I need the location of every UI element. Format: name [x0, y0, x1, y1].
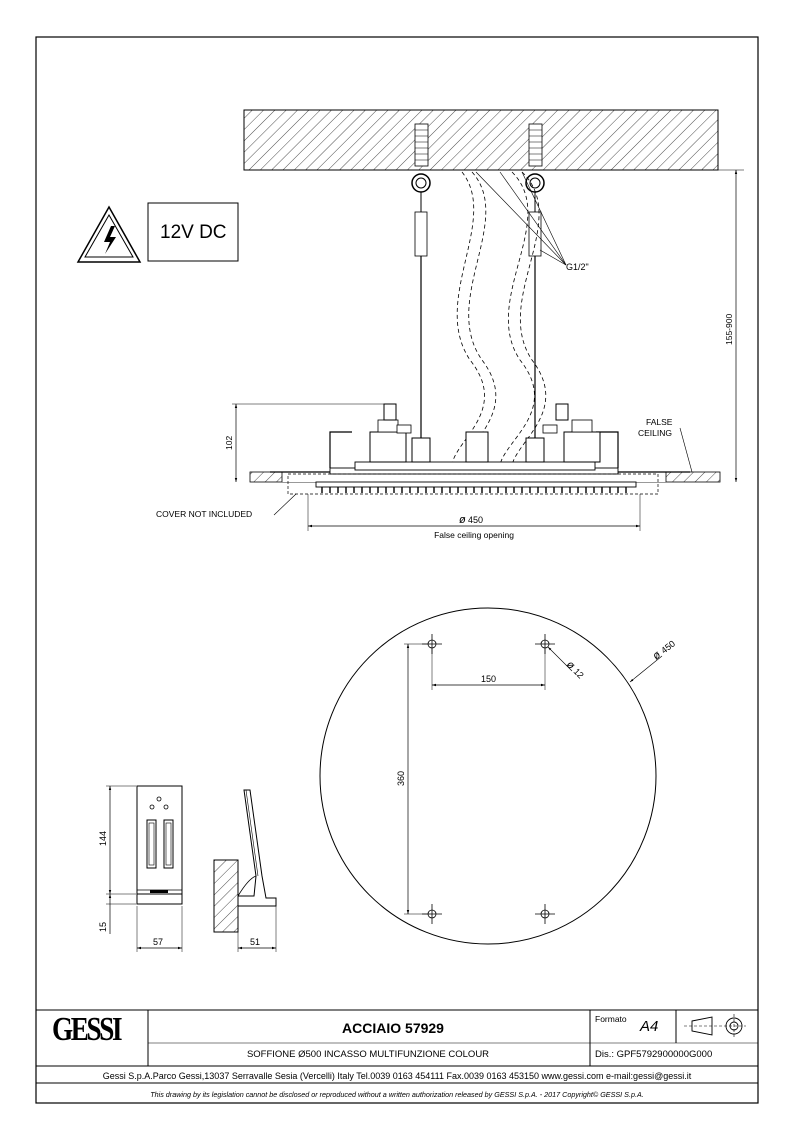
drawing-title: ACCIAIO 57929 — [342, 1020, 444, 1036]
bracket-height-base: 15 — [98, 922, 108, 932]
voltage-label: 12V DC — [160, 222, 227, 243]
plan-view: 150 360 ø 12 ø 450 — [319, 607, 677, 945]
body-height-dim: 102 — [224, 436, 234, 450]
projection-symbol-icon — [684, 1014, 746, 1038]
bracket-height-main: 144 — [98, 831, 108, 846]
bracket-width-front: 57 — [153, 937, 163, 947]
right-anchor — [525, 123, 545, 438]
bracket-side-view: 51 — [213, 789, 277, 952]
bracket-front-view: 144 15 57 — [98, 785, 183, 952]
false-ceiling-label-1: FALSE — [646, 417, 673, 427]
drawing-number: Dis.: GPF5792900000G000 — [595, 1049, 713, 1060]
format-label: Formato — [595, 1014, 627, 1024]
height-range-dim: 155-900 — [724, 314, 734, 345]
drawing-subtitle: SOFFIONE Ø500 INCASSO MULTIFUNZIONE COLO… — [246, 1049, 490, 1060]
electric-warning — [76, 202, 239, 263]
cover-label: COVER NOT INCLUDED — [156, 509, 252, 519]
legal-notice: This drawing by its legislation cannot b… — [150, 1090, 644, 1099]
ceiling-section: G1/2" 155-900 — [243, 109, 744, 482]
plan-diameter: 450 — [659, 638, 677, 655]
water-hoses — [451, 171, 547, 466]
left-anchor — [411, 123, 431, 438]
company-address: Gessi S.p.A.Parco Gessi,13037 Serravalle… — [102, 1071, 692, 1081]
sheet-border — [35, 36, 759, 1104]
format-value: A4 — [640, 1018, 659, 1035]
hole-spacing-y: 360 — [396, 771, 406, 786]
opening-dim: 450 — [468, 515, 483, 525]
false-ceiling-label-2: CEILING — [638, 428, 672, 438]
bracket-width-side: 51 — [250, 937, 260, 947]
hole-spacing-x: 150 — [481, 674, 496, 684]
title-block-frame — [35, 1009, 759, 1084]
thread-label: G1/2" — [566, 262, 589, 272]
shower-body: 102 FALSE CEILING COVER NOT INCLUDED ø 4… — [156, 403, 721, 540]
opening-caption: False ceiling opening — [434, 530, 514, 540]
hole-diameter: 12 — [572, 666, 586, 680]
gessi-logo: GESSI — [52, 1011, 123, 1048]
diameter-symbol: ø — [459, 514, 466, 526]
